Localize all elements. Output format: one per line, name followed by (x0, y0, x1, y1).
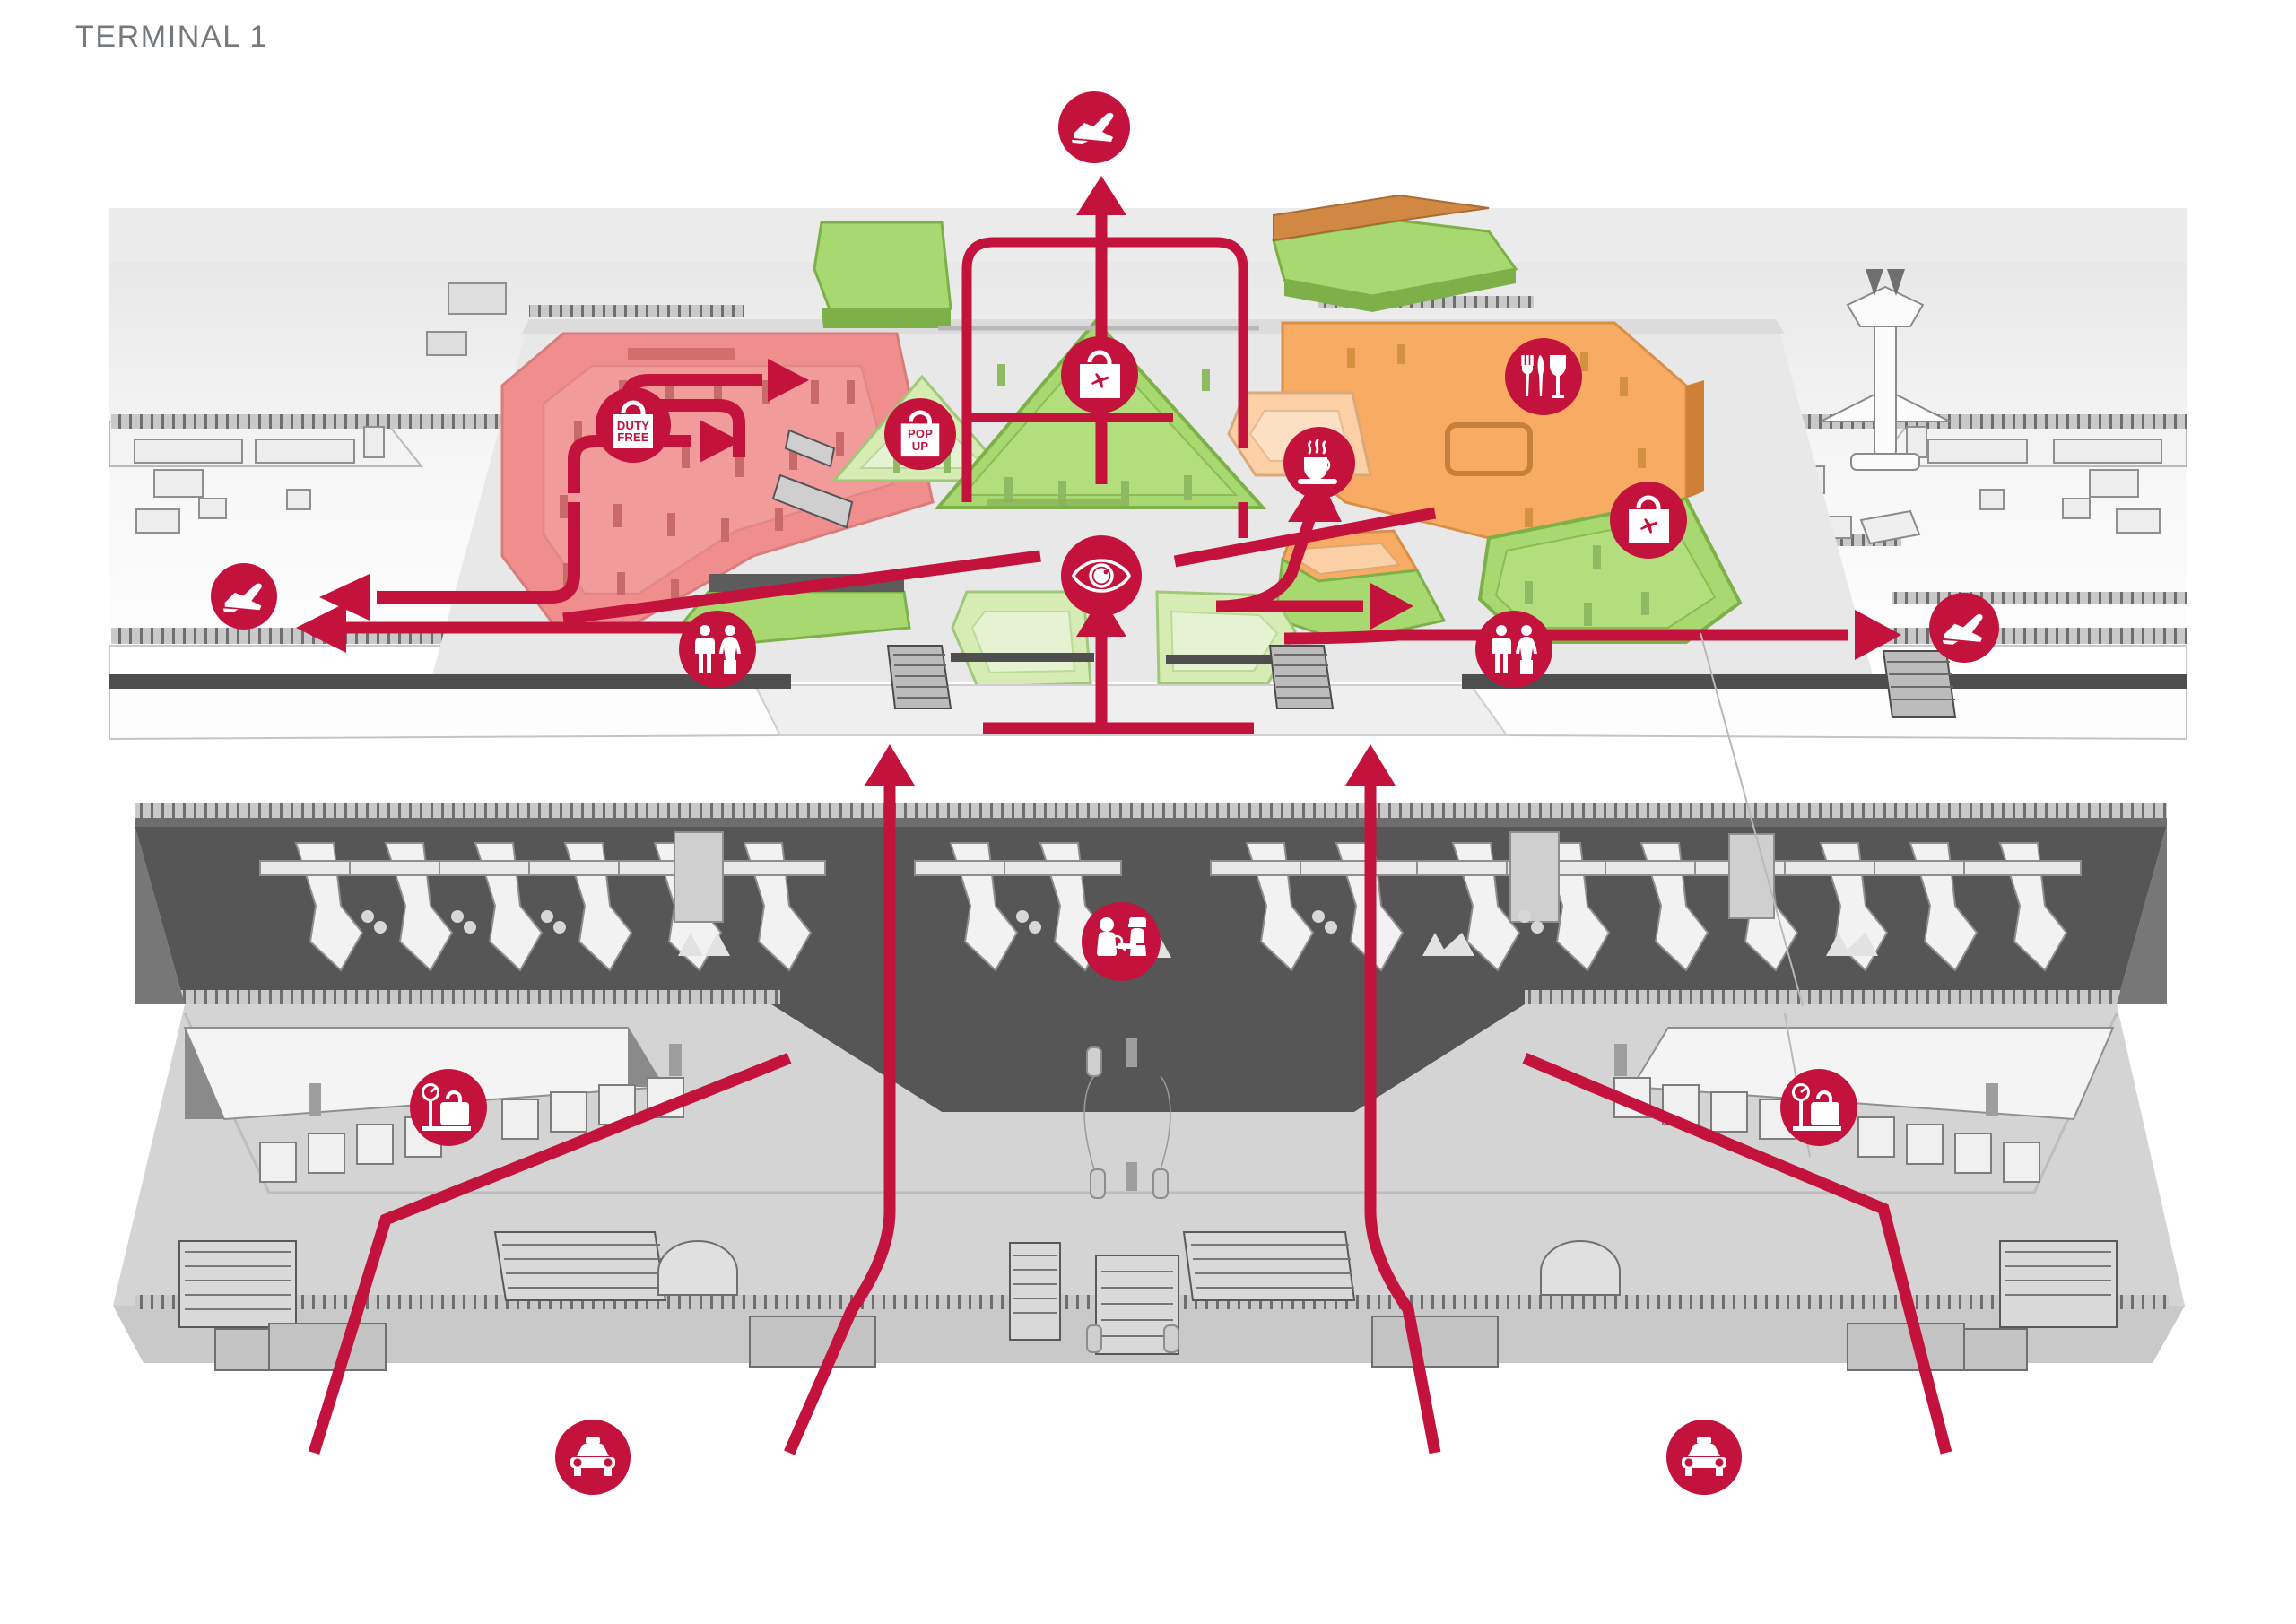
airside-equipment-right (1784, 426, 2162, 539)
cafe-icon (1293, 439, 1345, 487)
checkin-desk-rows (259, 831, 2082, 972)
poi-baggage-drop-east[interactable] (1780, 1069, 1857, 1146)
airside-equipment-left (134, 282, 507, 534)
poi-cafe[interactable] (1283, 427, 1355, 499)
baggage-drop-icon (421, 1082, 476, 1133)
poi-baggage-drop-west[interactable] (410, 1069, 487, 1146)
poi-restroom-east[interactable] (1475, 611, 1552, 688)
taxi-icon (1678, 1437, 1730, 1477)
parked-aircraft (1820, 269, 1951, 545)
poi-taxi-west[interactable] (555, 1420, 631, 1495)
baggage-drop-icon (1791, 1082, 1847, 1133)
poi-security-check[interactable] (1082, 902, 1161, 981)
restroom-icon (690, 624, 745, 674)
zone-retail-northwest[interactable] (813, 221, 952, 328)
duty-free-icon (607, 398, 659, 452)
departure-plane-icon (222, 580, 266, 613)
poi-taxi-east[interactable] (1666, 1420, 1742, 1495)
poi-observation-deck[interactable] (1061, 535, 1142, 616)
passenger-flow-routes (296, 176, 1952, 1455)
poi-duty-free[interactable]: DUTY FREE (596, 387, 671, 463)
restroom-icon (1486, 624, 1542, 674)
poi-restroom-west[interactable] (679, 611, 756, 688)
travel-retail-bag-icon (1622, 492, 1675, 548)
poi-departures-east[interactable] (1929, 593, 1999, 663)
poi-pop-up-retail[interactable]: POP UP (884, 398, 956, 470)
poi-travel-retail-north[interactable] (1061, 336, 1138, 413)
escalators-concourse (771, 429, 1957, 718)
travel-retail-bag-icon (1073, 347, 1126, 403)
security-check-icon (1091, 916, 1151, 967)
poi-restaurant[interactable] (1505, 338, 1582, 415)
zone-food-southeast[interactable] (1274, 529, 1447, 644)
poi-departures-west[interactable] (211, 563, 277, 630)
zone-seating-west[interactable] (951, 590, 1092, 689)
baggage-drop-area (183, 1027, 2115, 1191)
restaurant-icon (1518, 352, 1570, 402)
taxi-icon (567, 1437, 619, 1477)
pop-up-retail-icon (895, 408, 945, 460)
poi-travel-retail-east[interactable] (1610, 482, 1687, 559)
mezzanine-bands (109, 653, 2187, 741)
departure-plane-icon (1941, 611, 1987, 646)
zone-retail-northeast[interactable] (1272, 194, 1518, 312)
page-title: TERMINAL 1 (75, 20, 269, 54)
forecourt-vertical-circulation (178, 1046, 2118, 1371)
observation-eye-icon (1072, 558, 1131, 594)
departure-plane-icon (1070, 109, 1118, 145)
poi-departures-north[interactable] (1058, 91, 1130, 163)
